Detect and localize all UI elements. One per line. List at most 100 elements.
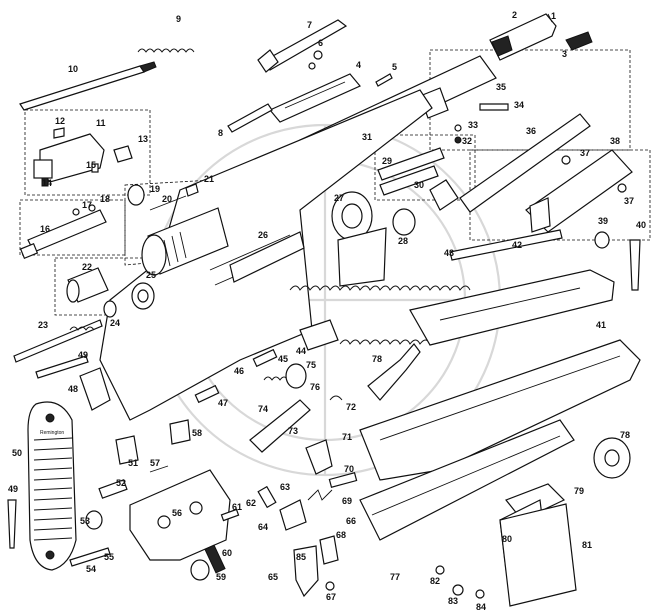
- part-label-p39: 39: [598, 216, 608, 226]
- part-label-p13: 13: [138, 134, 148, 144]
- part-label-p9: 9: [176, 14, 181, 24]
- part-label-p56: 56: [172, 508, 182, 518]
- part-label-p34: 34: [514, 100, 524, 110]
- part-label-p40: 40: [636, 220, 646, 230]
- part-58-56-57-parts: [149, 419, 191, 473]
- part-label-p68: 68: [336, 530, 346, 540]
- part-66-spring: [319, 535, 339, 565]
- part-65-trigger: [293, 545, 319, 598]
- part-label-p42: 42: [512, 240, 522, 250]
- part-28-ring: [392, 208, 416, 236]
- part-label-p71: 71: [342, 432, 352, 442]
- part-9-spring: [137, 48, 195, 53]
- part-77-forend: [359, 339, 641, 541]
- part-82-84-small: [435, 565, 485, 599]
- part-label-p18: 18: [100, 194, 110, 204]
- part-label-p78b: 78: [620, 430, 630, 440]
- part-12-pin: [53, 127, 65, 139]
- part-27-housing: [331, 191, 387, 287]
- part-label-p14: 14: [42, 178, 52, 188]
- part-26-magazine-cap: [141, 207, 229, 276]
- part-61-pin: [220, 508, 240, 522]
- part-22-sleeve: [66, 267, 109, 303]
- part-label-p15: 15: [86, 160, 96, 170]
- part-label-p10: 10: [68, 64, 78, 74]
- part-label-p77: 77: [390, 572, 400, 582]
- part-label-p48: 48: [68, 384, 78, 394]
- part-42-bar: [449, 229, 563, 261]
- part-44-follower: [299, 319, 339, 351]
- part-label-p81: 81: [582, 540, 592, 550]
- part-label-p49b: 49: [8, 484, 18, 494]
- part-64-68-sear: [279, 489, 333, 531]
- part-label-p22: 22: [82, 262, 92, 272]
- part-label-p54: 54: [86, 564, 96, 574]
- part-label-p36: 36: [526, 126, 536, 136]
- part-43-spring: [289, 285, 471, 291]
- part-10-magazine-rod: [19, 61, 157, 111]
- part-label-p85: 85: [296, 552, 306, 562]
- part-17-18-small: [72, 204, 96, 216]
- part-25-ring: [131, 282, 155, 310]
- part-45-47-pins: [194, 348, 278, 404]
- part-30-link: [429, 179, 459, 211]
- part-74-75-spring: [263, 363, 307, 389]
- part-label-p3: 3: [562, 49, 567, 59]
- part-6-screw: [308, 50, 323, 70]
- part-label-p84: 84: [476, 602, 486, 612]
- part-41-trigger-plate: [409, 269, 615, 346]
- part-3-small-block: [565, 31, 593, 51]
- part-label-p64: 64: [258, 522, 268, 532]
- part-49-screw-upper: [35, 355, 89, 379]
- part-51-cylinder: [115, 435, 139, 465]
- part-label-p60: 60: [222, 548, 232, 558]
- part-label-p11: 11: [96, 118, 106, 128]
- part-label-p55: 55: [104, 552, 114, 562]
- part-label-p31: 31: [362, 132, 372, 142]
- part-label-p7: 7: [307, 20, 312, 30]
- part-34-pin: [479, 103, 509, 111]
- part-29-31-slides: [377, 147, 445, 196]
- part-label-p32: 32: [462, 136, 472, 146]
- part-label-p66: 66: [346, 516, 356, 526]
- part-23-spring-rod: [13, 319, 103, 363]
- part-19-ring: [127, 184, 145, 206]
- part-label-p41: 41: [596, 320, 606, 330]
- part-14-15-small: [41, 163, 99, 187]
- part-label-p20: 20: [162, 194, 172, 204]
- part-33-32-fasteners: [454, 124, 462, 144]
- part-label-p62: 62: [246, 498, 256, 508]
- part-5-pin: [375, 73, 393, 87]
- part-label-p44: 44: [296, 346, 306, 356]
- part-label-p19: 19: [150, 184, 160, 194]
- part-20-21-spring: [149, 183, 199, 211]
- buttplate-logo-text: Remington: [40, 430, 64, 436]
- part-8-spring: [227, 103, 273, 133]
- part-59-60-pins: [190, 544, 226, 581]
- part-49-screw-lower: [7, 499, 17, 549]
- part-label-p69: 69: [342, 496, 352, 506]
- part-label-p58: 58: [192, 428, 202, 438]
- part-48-plate: [79, 367, 111, 411]
- part-label-p45: 45: [278, 354, 288, 364]
- part-magazine-spring-lower: [339, 339, 431, 345]
- part-label-p53: 53: [80, 516, 90, 526]
- part-label-p27: 27: [334, 193, 344, 203]
- part-50-buttplate: Remington: [27, 401, 77, 571]
- part-label-p16: 16: [40, 224, 50, 234]
- part-label-p59: 59: [216, 572, 226, 582]
- part-78-lever-upper: [367, 343, 421, 401]
- receiver-body: [99, 89, 433, 421]
- part-label-p51: 51: [128, 458, 138, 468]
- part-24-washer: [103, 300, 117, 318]
- part-label-p30: 30: [414, 180, 424, 190]
- part-label-p37b: 37: [624, 196, 634, 206]
- part-label-p38: 38: [610, 136, 620, 146]
- part-label-p2: 2: [512, 10, 517, 20]
- part-label-p26: 26: [258, 230, 268, 240]
- part-67-pin: [325, 581, 335, 591]
- part-39-40-bolt: [594, 231, 641, 291]
- part-label-p5: 5: [392, 62, 397, 72]
- part-label-p1: 1: [551, 11, 556, 21]
